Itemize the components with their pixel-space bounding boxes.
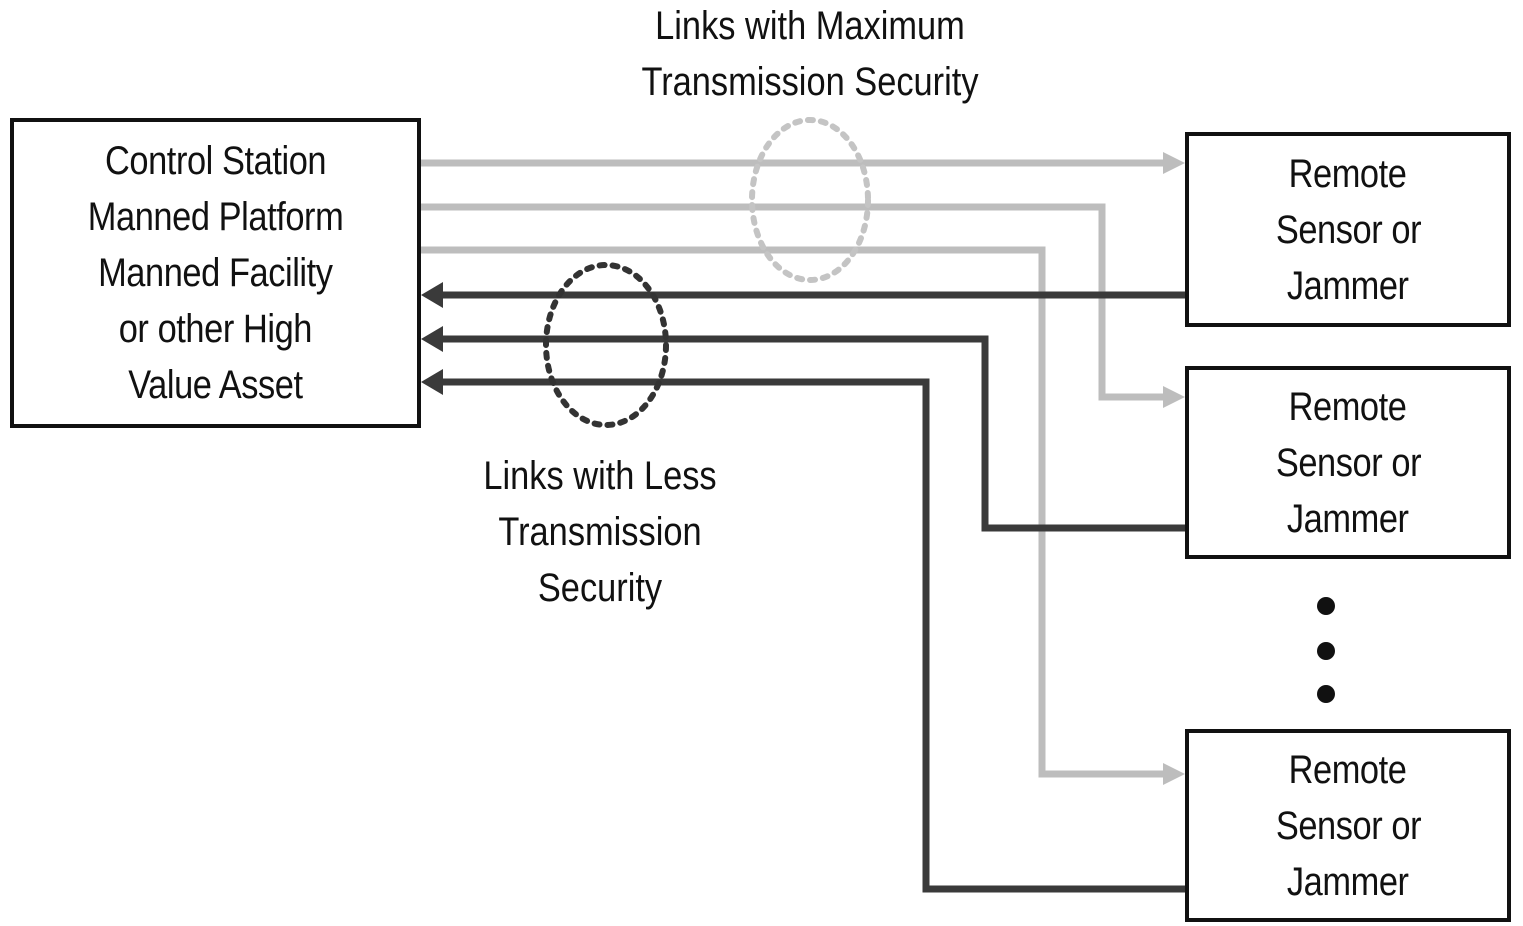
remote-node-line: Remote	[1289, 384, 1407, 429]
control-station-box: Control Station Manned Platform Manned F…	[10, 118, 421, 428]
link-control-to-remote-2	[421, 203, 1165, 401]
link-remote-3-to-control	[440, 378, 1187, 893]
less-security-label-line: Transmission	[498, 510, 702, 554]
ellipsis-dot	[1317, 642, 1335, 660]
control-station-line: or other High	[118, 307, 313, 351]
max-security-label-line: Transmission Security	[641, 60, 979, 104]
ellipsis-dot	[1317, 597, 1335, 615]
max-security-links	[421, 152, 1185, 785]
control-station-line: Control Station	[104, 139, 327, 183]
less-security-label-line: Links with Less	[483, 454, 717, 498]
less-security-label: Links with Less Transmission Security	[400, 448, 800, 616]
remote-node-line: Remote	[1289, 151, 1407, 196]
remote-node-line: Jammer	[1287, 859, 1409, 904]
remote-sensor-box-3: Remote Sensor or Jammer	[1185, 729, 1511, 922]
link-remote-2-to-control	[440, 335, 1187, 532]
link-control-to-remote-3	[421, 246, 1165, 778]
arrowhead-control-2	[421, 326, 443, 352]
control-station-line: Value Asset	[128, 363, 303, 407]
remote-sensor-box-1: Remote Sensor or Jammer	[1185, 132, 1511, 327]
less-security-group-ellipse	[543, 262, 669, 428]
less-security-label-line: Security	[537, 566, 663, 610]
remote-node-line: Sensor or	[1275, 440, 1421, 485]
remote-sensor-box-2: Remote Sensor or Jammer	[1185, 366, 1511, 559]
max-security-group-ellipse	[749, 117, 871, 283]
max-security-label-line: Links with Maximum	[655, 4, 965, 48]
max-security-label: Links with Maximum Transmission Security	[560, 0, 1060, 110]
remote-node-line: Jammer	[1287, 263, 1409, 308]
arrowhead-control-3	[421, 369, 443, 395]
ellipsis-dot	[1317, 685, 1335, 703]
arrowhead-remote-2	[1163, 386, 1185, 408]
remote-node-line: Sensor or	[1275, 207, 1421, 252]
more-nodes-ellipsis	[1317, 597, 1335, 703]
arrowhead-remote-3	[1163, 763, 1185, 785]
control-station-line: Manned Facility	[98, 251, 333, 295]
remote-node-line: Remote	[1289, 747, 1407, 792]
remote-node-line: Sensor or	[1275, 803, 1421, 848]
control-station-line: Manned Platform	[87, 195, 344, 239]
arrowhead-remote-1	[1163, 152, 1185, 174]
remote-node-line: Jammer	[1287, 496, 1409, 541]
less-security-links	[421, 282, 1187, 893]
arrowhead-control-1	[421, 282, 443, 308]
